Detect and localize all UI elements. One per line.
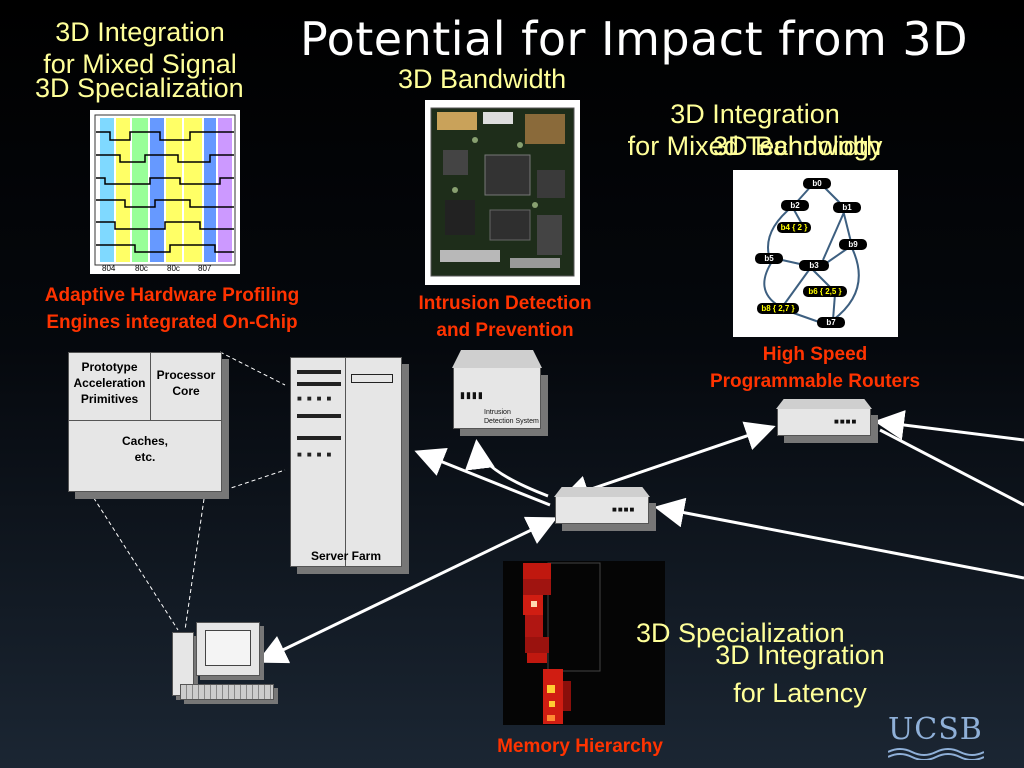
caption-profiling-line2: Engines integrated On-Chip xyxy=(46,312,298,333)
label-latency: 3D Integration for Latency xyxy=(690,636,910,712)
graph-node-b1: b1 xyxy=(842,203,852,212)
graph-node-b0: b0 xyxy=(812,179,822,188)
caption-memory: Memory Hierarchy xyxy=(497,736,663,757)
chip-caches-block: Caches, etc. xyxy=(69,433,221,465)
chip-core-line2: Core xyxy=(172,384,200,398)
chip-prototype-line2: Acceleration xyxy=(73,376,146,390)
label-mixed-technology-line1: 3D Integration xyxy=(670,99,840,129)
graph-node-b2: b2 xyxy=(790,201,800,210)
slide-title: Potential for Impact from 3D xyxy=(300,12,969,66)
graph-node-b7: b7 xyxy=(826,318,836,327)
line-external-2 xyxy=(879,428,1024,507)
arrow-router-link xyxy=(559,421,776,505)
workstation-icon xyxy=(172,622,282,712)
server-farm-icon: ■■■■ ■■■■ Server Farm xyxy=(290,357,402,567)
label-latency-line1: 3D Integration xyxy=(715,640,885,670)
label-bandwidth-right: 3D Bandwidth xyxy=(713,131,882,161)
graph-node-b3: b3 xyxy=(809,261,819,270)
router-top-icon: ■■■■ xyxy=(776,399,872,436)
chip-diagram: Prototype Acceleration Primitives Proces… xyxy=(68,352,222,492)
arrow-workstation-link xyxy=(256,516,558,664)
label-mixed-technology: 3D Integration for Mixed Technology xyxy=(590,98,920,162)
waveform-tick-2: 80c xyxy=(135,264,148,273)
label-specialization-top: 3D Specialization xyxy=(35,73,244,103)
graph-node-b9: b9 xyxy=(848,240,858,249)
ucsb-logo: UCSB xyxy=(888,712,984,760)
chip-core-line1: Processor xyxy=(156,368,216,382)
caption-profiling: Adaptive Hardware Profiling Engines inte… xyxy=(12,282,332,336)
server-farm-label: Server Farm xyxy=(310,549,382,563)
profiling-waveform-image: 804 80c 80c 807 xyxy=(90,110,240,274)
ids-box-icon: ▮▮▮▮ Intrusion Detection System xyxy=(452,350,542,429)
waveform-tick-1: 804 xyxy=(102,264,116,273)
ids-label-line1: Intrusion xyxy=(484,409,511,416)
arrow-server-link xyxy=(414,447,551,507)
graph-node-b8: b8 { 2,7 } xyxy=(761,304,794,313)
arrow-external-1 xyxy=(874,410,1024,442)
label-specialization-bottom: 3D Specialization xyxy=(636,618,845,648)
waveform-tick-4: 807 xyxy=(198,264,212,273)
ids-label-line2: Detection System xyxy=(484,418,539,425)
label-mixed-signal: 3D Integration for Mixed Signal xyxy=(20,16,260,80)
label-bandwidth-top: 3D Bandwidth xyxy=(398,64,567,94)
caption-routers-line1: High Speed xyxy=(762,344,868,365)
graph-node-b5: b5 xyxy=(764,254,774,263)
chip-prototype-line1: Prototype xyxy=(81,360,138,374)
chip-core-block: Processor Core xyxy=(151,353,221,421)
caption-profiling-line1: Adaptive Hardware Profiling xyxy=(44,285,300,306)
router-center-icon: ■■■■ xyxy=(554,487,650,524)
ucsb-logo-text: UCSB xyxy=(888,712,983,747)
caption-intrusion-line2: and Prevention xyxy=(436,320,574,341)
graph-node-b4: b4 { 2 } xyxy=(781,223,808,232)
caption-routers: High Speed Programmable Routers xyxy=(680,341,950,395)
chip-caches-line2: etc. xyxy=(134,450,156,464)
caption-intrusion-line1: Intrusion Detection xyxy=(418,293,592,314)
waveform-tick-3: 80c xyxy=(167,264,180,273)
chip-prototype-block: Prototype Acceleration Primitives xyxy=(69,353,151,421)
label-mixed-signal-line2: for Mixed Signal xyxy=(43,49,237,79)
graph-node-b6: b6 { 2,5 } xyxy=(808,287,841,296)
memory-hierarchy-image xyxy=(503,561,665,725)
label-mixed-technology-line2: for Mixed Technology xyxy=(627,131,883,161)
label-mixed-signal-line1: 3D Integration xyxy=(55,17,225,47)
circuit-board-image xyxy=(425,100,580,285)
label-latency-line2: for Latency xyxy=(733,678,867,708)
arrow-ids-link xyxy=(464,439,549,498)
routing-graph-image: b0 b1 b2 b3 b4 { 2 } b5 b6 { 2,5 } b7 b8… xyxy=(733,170,898,337)
caption-intrusion: Intrusion Detection and Prevention xyxy=(390,290,620,344)
chip-prototype-line3: Primitives xyxy=(80,392,139,406)
caption-routers-line2: Programmable Routers xyxy=(709,371,921,392)
chip-caches-line1: Caches, xyxy=(121,434,169,448)
arrow-external-3 xyxy=(654,497,1024,580)
